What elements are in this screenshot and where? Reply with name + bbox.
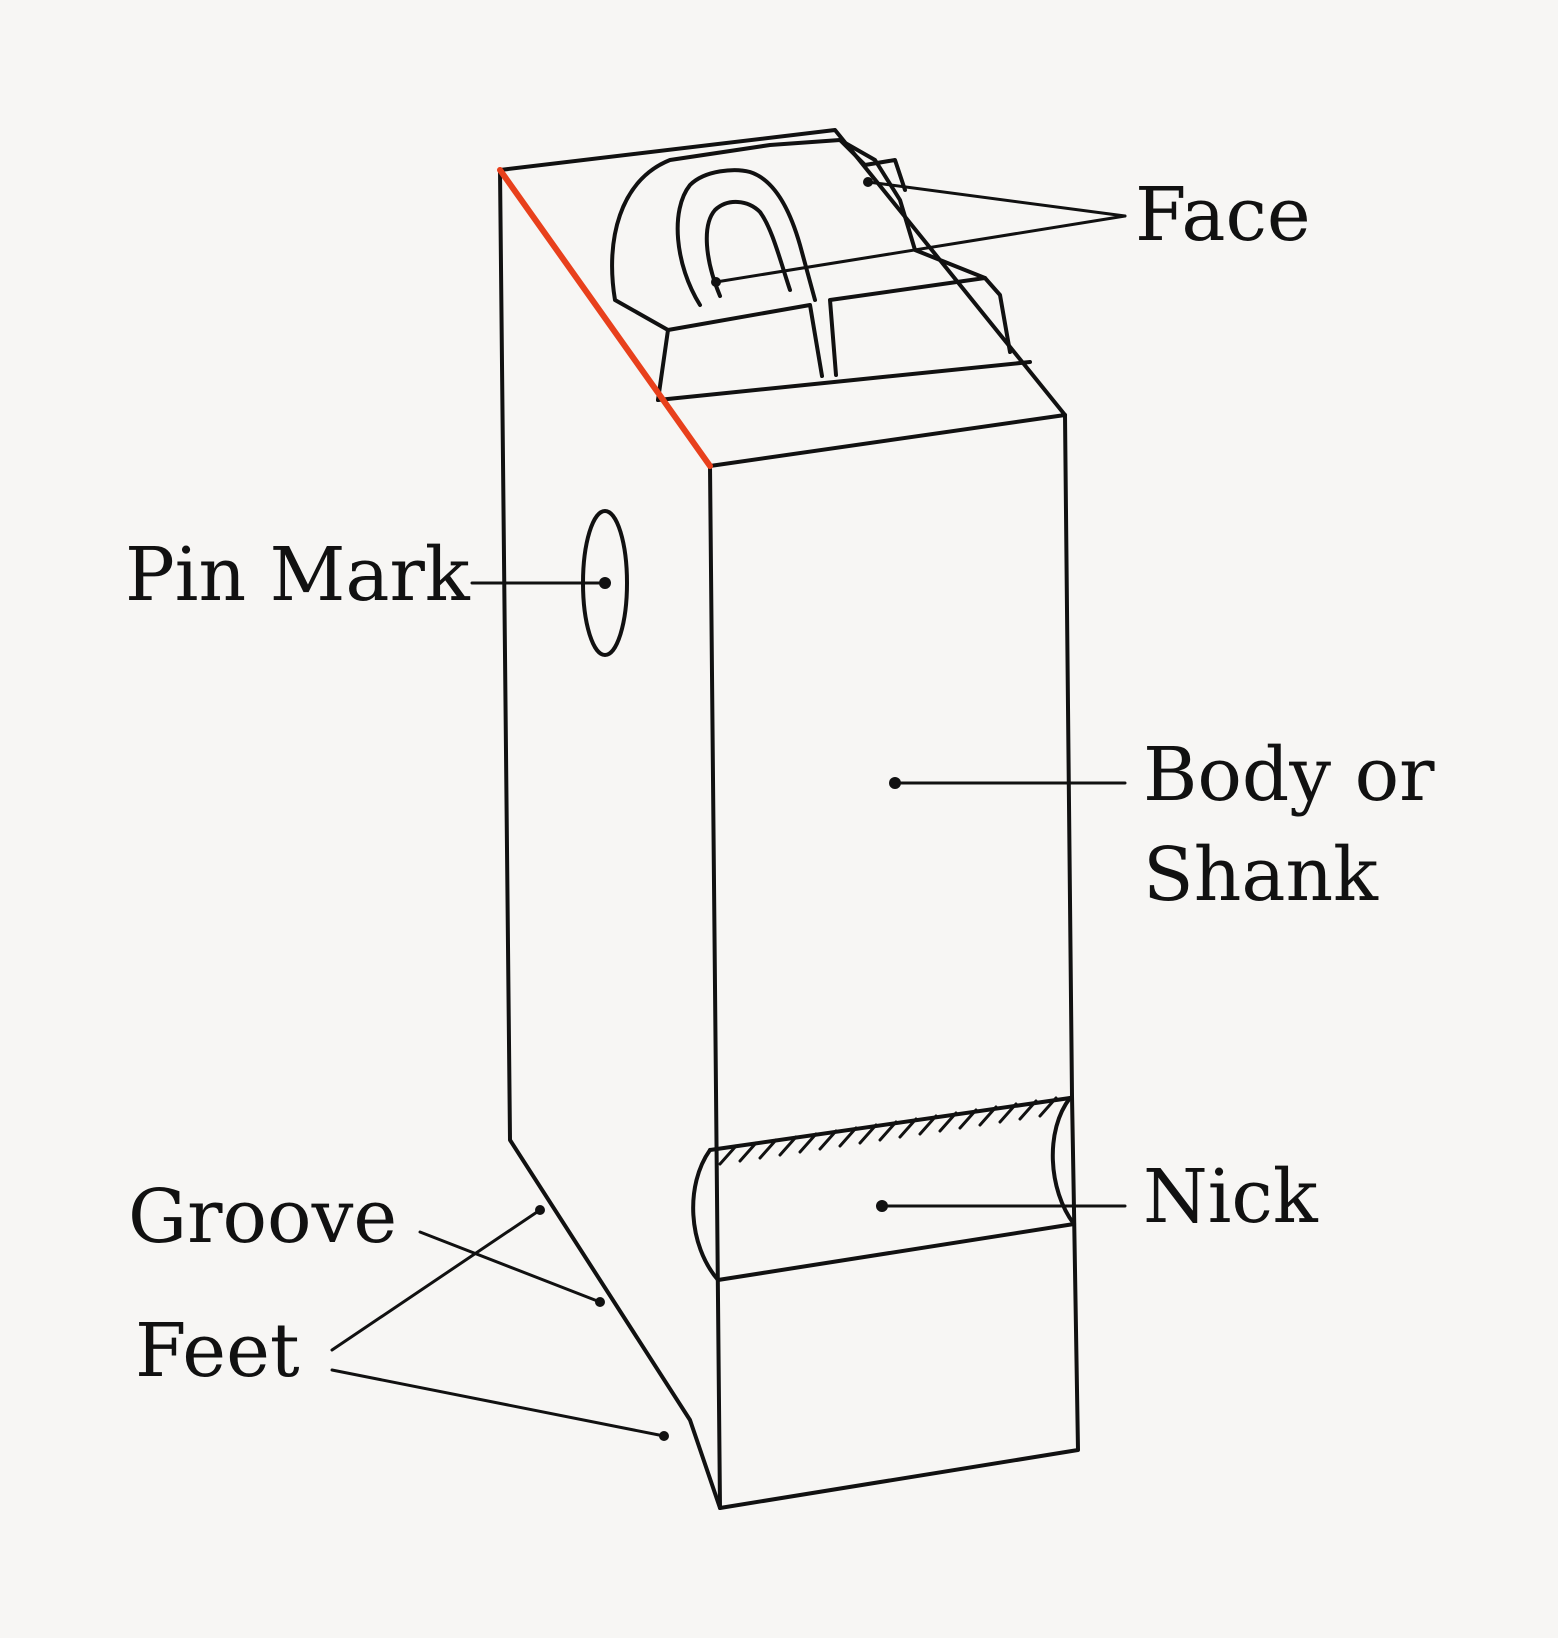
face-leader-1-dot xyxy=(863,177,873,187)
label-body-line2: Shank xyxy=(1143,832,1379,918)
label-face: Face xyxy=(1135,172,1311,258)
nick-right-curve xyxy=(1050,1096,1076,1226)
feet-leader-1 xyxy=(330,1208,542,1352)
leader-lines xyxy=(330,177,1127,1441)
face-leader-2 xyxy=(714,214,1127,284)
letter-counter-inner xyxy=(704,200,792,298)
pin-mark-leader-dot xyxy=(599,577,611,589)
letter-counter xyxy=(675,168,817,307)
groove-leader xyxy=(418,1230,602,1304)
nick-lower-edge xyxy=(716,1222,1076,1282)
block-side-face xyxy=(498,168,722,1510)
feet-leader-1-dot xyxy=(535,1205,545,1215)
nick-upper-edge xyxy=(708,1096,1072,1152)
feet-leader-2-dot xyxy=(659,1431,669,1441)
face-leader-1 xyxy=(866,180,1127,218)
highlighted-edge xyxy=(497,167,713,469)
block-top-edge xyxy=(498,128,1067,417)
face-leader-2-dot xyxy=(711,277,721,287)
label-groove: Groove xyxy=(128,1174,397,1260)
nick-hatching xyxy=(718,1096,1058,1166)
body-leader-dot xyxy=(889,777,901,789)
nick-left-curve xyxy=(691,1148,720,1282)
label-body-line1: Body or xyxy=(1143,732,1435,818)
letter-platform-right xyxy=(828,276,1012,377)
label-pin-mark: Pin Mark xyxy=(125,532,471,618)
feet-leader-2 xyxy=(330,1368,666,1438)
label-nick: Nick xyxy=(1143,1154,1319,1240)
block-front-face xyxy=(708,413,1080,1510)
type-block xyxy=(498,128,1080,1510)
letter-platform-left xyxy=(656,303,824,402)
letter-stem xyxy=(838,138,907,192)
label-feet: Feet xyxy=(135,1308,300,1394)
block-shoulder xyxy=(656,360,1032,402)
nick-leader-dot xyxy=(876,1200,888,1212)
groove-leader-dot xyxy=(595,1297,605,1307)
